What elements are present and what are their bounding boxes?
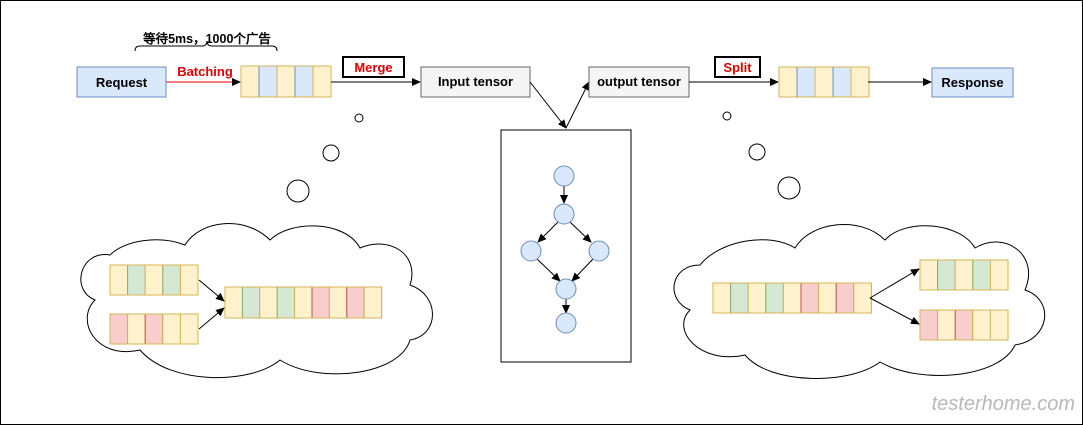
cell-yellow — [363, 286, 383, 319]
cell-yellow — [850, 66, 870, 98]
cell-green — [972, 259, 991, 291]
wait-brace — [134, 40, 278, 52]
thought-bubble-small — [722, 111, 732, 121]
cell-yellow — [814, 66, 834, 98]
thought-bubble-medium — [748, 143, 766, 161]
cell-green — [162, 264, 181, 296]
cell-yellow — [782, 282, 802, 314]
merge-tag: Merge — [342, 56, 405, 78]
cell-row-border — [109, 264, 199, 296]
cell-yellow — [712, 282, 732, 314]
cell-yellow — [778, 66, 798, 98]
split-arrow-bottom — [869, 297, 920, 325]
cell-yellow — [179, 264, 199, 296]
merge-arrow-bottom — [198, 307, 225, 330]
graph-to-output-arrow — [565, 81, 590, 129]
cell-yellow — [954, 259, 974, 291]
graph-node — [553, 203, 575, 225]
request-label: Request — [96, 75, 148, 90]
right-bottom-cells — [919, 309, 1009, 341]
cell-red — [346, 286, 365, 319]
compute-graph — [520, 165, 610, 334]
response-box: Response — [931, 67, 1014, 98]
cell-yellow — [179, 313, 199, 345]
wait-note: 等待5ms，1000个广告 — [142, 31, 271, 46]
response-label: Response — [941, 75, 1003, 90]
cell-red — [835, 282, 855, 314]
graph-node — [555, 278, 577, 300]
batch-cells — [240, 65, 332, 98]
graph-node — [553, 165, 575, 187]
batching-label: Batching — [177, 64, 233, 79]
cell-yellow — [127, 313, 146, 345]
cell-yellow — [919, 259, 939, 291]
cell-red — [919, 309, 939, 341]
cell-yellow — [294, 286, 313, 319]
cell-row-border — [712, 282, 872, 314]
cell-blue — [832, 66, 852, 98]
cell-row-border — [224, 286, 383, 319]
cell-yellow — [972, 309, 991, 341]
cell-yellow — [240, 65, 260, 98]
cell-green — [730, 282, 749, 314]
cell-yellow — [312, 65, 332, 98]
cell-red — [109, 313, 129, 345]
thought-bubble-large — [777, 176, 801, 200]
input-tensor-label: Input tensor — [438, 74, 513, 89]
graph-node — [588, 240, 610, 262]
cell-yellow — [747, 282, 767, 314]
cell-yellow — [144, 264, 164, 296]
cell-row-border — [919, 309, 1009, 341]
cell-yellow — [818, 282, 837, 314]
cell-blue — [796, 66, 816, 98]
left-bottom-cells — [109, 313, 199, 345]
cell-red — [144, 313, 164, 345]
cell-yellow — [276, 65, 296, 98]
cell-green — [937, 259, 956, 291]
thought-bubble-medium — [322, 144, 340, 162]
output-tensor-box: output tensor — [588, 66, 690, 98]
thought-bubble-small — [354, 113, 364, 123]
split-cells — [778, 66, 870, 98]
split-label: Split — [723, 60, 752, 75]
cell-yellow — [224, 286, 243, 319]
left-top-cells — [109, 264, 199, 296]
cell-red — [954, 309, 974, 341]
cell-yellow — [259, 286, 278, 319]
merge-arrow-top — [198, 279, 225, 302]
cell-blue — [294, 65, 314, 98]
graph-node — [555, 312, 577, 334]
request-box: Request — [76, 66, 167, 98]
thought-bubble-large — [286, 179, 310, 203]
cell-green — [765, 282, 784, 314]
split-arrow-top — [869, 268, 920, 299]
cell-red — [800, 282, 820, 314]
cell-row-border — [109, 313, 199, 345]
merge-label: Merge — [354, 60, 392, 75]
cell-yellow — [989, 259, 1009, 291]
cell-yellow — [853, 282, 872, 314]
input-tensor-box: Input tensor — [420, 66, 531, 98]
cell-blue — [258, 65, 278, 98]
right-top-cells — [919, 259, 1009, 291]
output-tensor-label: output tensor — [597, 74, 681, 89]
input-to-graph-arrow — [529, 81, 567, 129]
cell-red — [311, 286, 330, 319]
cell-row-border — [919, 259, 1009, 291]
cell-yellow — [109, 264, 129, 296]
merged-cells — [224, 286, 383, 319]
split-tag: Split — [714, 56, 761, 78]
cell-green — [127, 264, 146, 296]
watermark: testerhome.com — [932, 393, 1075, 415]
right-merged-cells — [712, 282, 872, 314]
cell-yellow — [162, 313, 181, 345]
cell-green — [241, 286, 261, 319]
cell-yellow — [937, 309, 956, 341]
cell-yellow — [989, 309, 1009, 341]
graph-node — [520, 240, 542, 262]
cell-green — [276, 286, 296, 319]
cell-yellow — [328, 286, 348, 319]
